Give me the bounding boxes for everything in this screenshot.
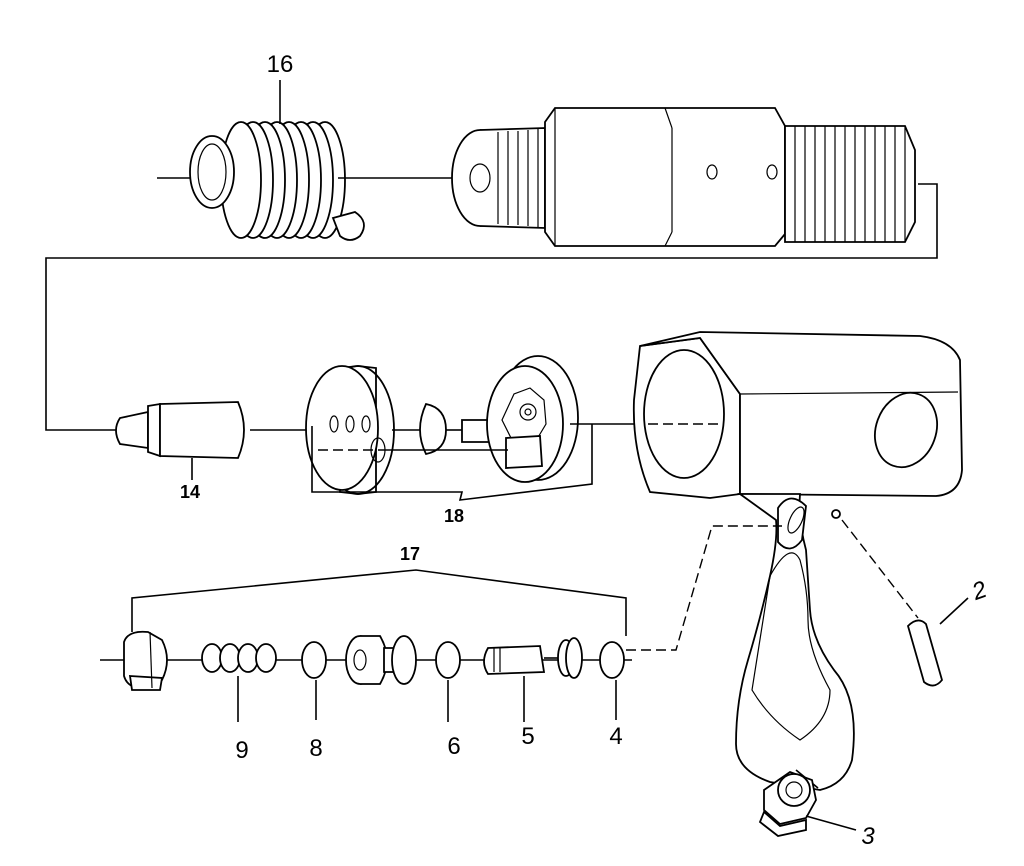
o-rings-9 bbox=[201, 643, 277, 722]
assembly-bracket-17 bbox=[131, 569, 627, 636]
label-17: 17 bbox=[400, 544, 420, 564]
valve-seat bbox=[345, 635, 417, 685]
barrel bbox=[451, 107, 916, 247]
air-inlet-3 bbox=[758, 769, 857, 837]
label-14: 14 bbox=[180, 482, 200, 502]
label-16: 16 bbox=[267, 51, 294, 78]
throttle-valve-5 bbox=[483, 637, 583, 722]
label-6: 6 bbox=[447, 733, 460, 760]
label-18: 18 bbox=[444, 506, 464, 526]
label-9: 9 bbox=[235, 737, 248, 764]
washer-6 bbox=[435, 641, 461, 722]
piston-14 bbox=[115, 401, 318, 459]
trigger-pin-2 bbox=[841, 519, 969, 687]
label-2: 2 bbox=[968, 576, 991, 606]
label-5: 5 bbox=[521, 723, 534, 750]
retainer-spring-16 bbox=[157, 121, 454, 241]
assembly-line-upper bbox=[45, 183, 938, 431]
label-8: 8 bbox=[309, 735, 322, 762]
throttle-valve-cap bbox=[123, 630, 168, 691]
label-4: 4 bbox=[609, 723, 622, 750]
label-3: 3 bbox=[861, 823, 875, 850]
washer-8 bbox=[301, 641, 327, 720]
assembly-line-to-handle bbox=[626, 525, 782, 651]
handle-housing bbox=[594, 331, 963, 791]
valve-assembly-18 bbox=[305, 355, 594, 501]
washer-4 bbox=[599, 641, 625, 720]
